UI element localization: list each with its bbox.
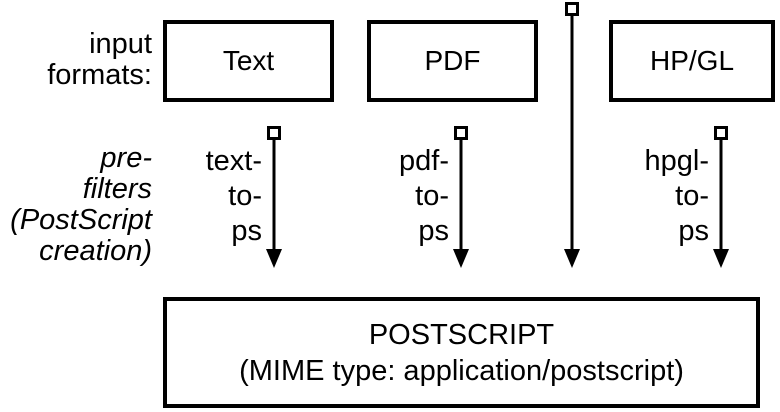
- filter-label-hpgl-to-ps: hpgl- to- ps: [529, 144, 710, 249]
- arrowhead-icon: [266, 249, 282, 268]
- prefilters-line: pre-: [100, 142, 152, 174]
- arrow-direct-postscript: [564, 2, 580, 268]
- arrowhead-icon: [453, 249, 469, 268]
- input-box-label: HP/GL: [649, 45, 735, 76]
- prefilters-line: creation): [39, 235, 152, 267]
- arrow-pdf-to-ps: [453, 126, 469, 268]
- filter-label-text-to-ps: text- to- ps: [82, 144, 262, 249]
- arrow-hpgl-to-ps: [713, 126, 729, 268]
- filter-label-line: to-: [415, 180, 449, 212]
- arrowhead-icon: [713, 249, 729, 268]
- input-formats-line: input: [89, 28, 152, 60]
- prefilters-line: filters: [82, 173, 152, 205]
- filter-label-line: ps: [231, 215, 262, 247]
- filter-label-line: to-: [675, 180, 709, 212]
- input-box-label: PDF: [424, 45, 481, 76]
- prefilters-label: pre- filters (PostScript creation): [0, 143, 152, 267]
- arrow-start-square: [565, 2, 579, 16]
- filter-label-pdf-to-ps: pdf- to- ps: [269, 144, 449, 249]
- input-formats-line: formats:: [47, 59, 152, 91]
- filter-label-line: hpgl-: [644, 145, 710, 177]
- postscript-box: POSTSCRIPT (MIME type: application/posts…: [163, 297, 760, 408]
- filter-label-line: ps: [418, 215, 449, 247]
- input-box-pdf: PDF: [367, 20, 538, 102]
- postscript-box-mime: (MIME type: application/postscript): [239, 354, 684, 387]
- postscript-box-title: POSTSCRIPT: [368, 318, 555, 351]
- arrowhead-icon: [564, 249, 580, 268]
- arrow-start-square: [267, 126, 281, 140]
- input-box-label: Text: [222, 45, 275, 76]
- prefilters-line: (PostScript: [10, 204, 152, 236]
- filter-label-line: ps: [678, 215, 709, 247]
- input-box-hpgl: HP/GL: [609, 20, 775, 102]
- filter-label-line: pdf-: [399, 145, 449, 177]
- arrow-start-square: [454, 126, 468, 140]
- filter-label-line: to-: [228, 180, 262, 212]
- input-formats-label: input formats:: [0, 29, 152, 91]
- filter-label-line: text-: [205, 145, 262, 177]
- arrow-start-square: [714, 126, 728, 140]
- input-box-text: Text: [163, 20, 334, 102]
- arrow-text-to-ps: [266, 126, 282, 268]
